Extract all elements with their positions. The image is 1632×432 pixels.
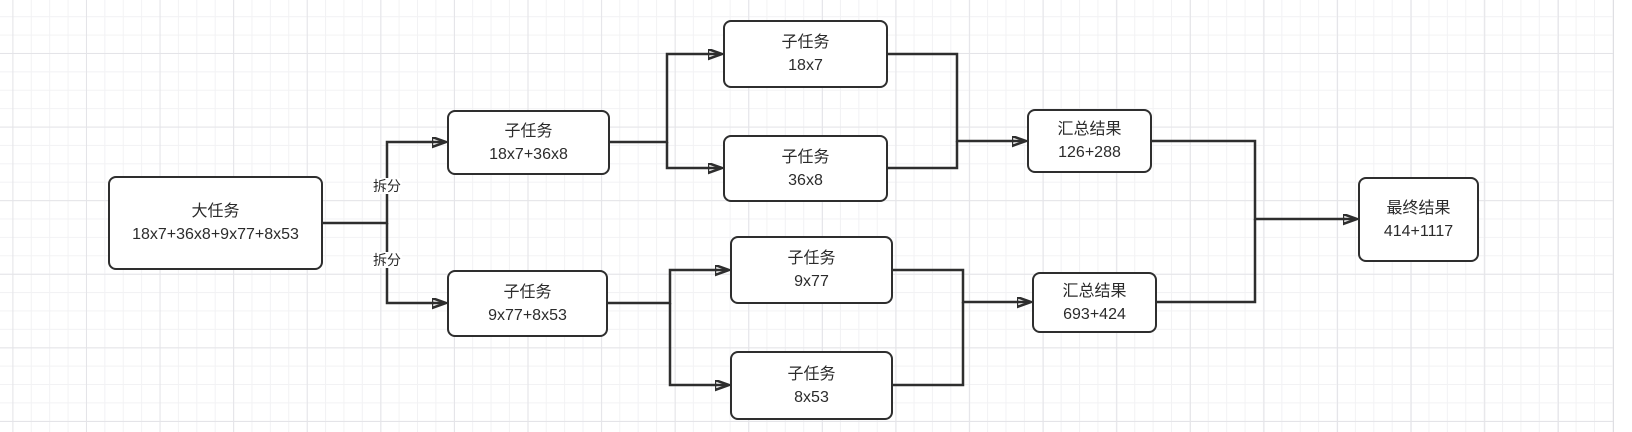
edge-bigtask-to-sub-b[interactable] bbox=[385, 223, 445, 303]
node-value: 8x53 bbox=[794, 388, 829, 406]
edge-sub-b2-to-sum-b[interactable] bbox=[893, 302, 965, 387]
edge-sub-b-to-sub-b2[interactable] bbox=[668, 303, 728, 385]
node-title: 大任务 bbox=[191, 203, 240, 220]
node-value: 414+1117 bbox=[1383, 222, 1454, 240]
node-final-result[interactable]: 最终结果 414+1117 bbox=[1358, 177, 1479, 262]
edge-sub-b-to-sub-b1[interactable] bbox=[608, 270, 728, 305]
node-value: 693+424 bbox=[1063, 305, 1126, 323]
node-value: 18x7 bbox=[788, 57, 823, 74]
node-title: 汇总结果 bbox=[1062, 282, 1127, 300]
edge-sum-b-to-final[interactable] bbox=[1157, 219, 1257, 304]
node-subtask-b[interactable]: 子任务 9x77+8x53 bbox=[447, 270, 608, 337]
node-subtask-a[interactable]: 子任务 18x7+36x8 bbox=[447, 110, 610, 175]
node-subtask-b2[interactable]: 子任务 8x53 bbox=[730, 351, 893, 420]
edge-label-split-top[interactable]: 拆分 bbox=[372, 178, 402, 194]
node-subtask-a2[interactable]: 子任务 36x8 bbox=[723, 135, 888, 202]
node-value: 36x8 bbox=[788, 171, 823, 189]
node-big-task[interactable]: 大任务 18x7+36x8+9x77+8x53 bbox=[108, 176, 323, 270]
edge-sum-a-to-final[interactable] bbox=[1152, 139, 1356, 219]
node-title: 子任务 bbox=[787, 250, 836, 267]
edge-sub-a1-to-sum-a[interactable] bbox=[888, 52, 1025, 141]
node-value: 9x77 bbox=[794, 273, 829, 290]
node-title: 子任务 bbox=[781, 148, 830, 166]
node-title: 子任务 bbox=[504, 122, 553, 140]
canvas-right-margin bbox=[1613, 0, 1632, 432]
node-title: 汇总结果 bbox=[1057, 121, 1122, 138]
edge-sub-a2-to-sum-a[interactable] bbox=[888, 141, 959, 170]
edge-label-split-bottom[interactable]: 拆分 bbox=[372, 252, 402, 268]
node-title: 子任务 bbox=[787, 365, 836, 383]
node-title: 最终结果 bbox=[1386, 199, 1451, 217]
edge-sub-b1-to-sum-b[interactable] bbox=[893, 268, 1030, 302]
node-subtask-b1[interactable]: 子任务 9x77 bbox=[730, 236, 893, 304]
node-value: 18x7+36x8+9x77+8x53 bbox=[132, 226, 299, 243]
node-value: 9x77+8x53 bbox=[488, 306, 567, 324]
node-value: 126+288 bbox=[1058, 144, 1121, 161]
node-summary-a[interactable]: 汇总结果 126+288 bbox=[1027, 109, 1152, 173]
node-title: 子任务 bbox=[781, 34, 830, 51]
edge-sub-a-to-sub-a2[interactable] bbox=[665, 142, 721, 168]
edge-sub-a-to-sub-a1[interactable] bbox=[610, 54, 721, 144]
node-title: 子任务 bbox=[503, 283, 552, 301]
node-summary-b[interactable]: 汇总结果 693+424 bbox=[1032, 272, 1157, 333]
node-value: 18x7+36x8 bbox=[489, 145, 568, 163]
node-subtask-a1[interactable]: 子任务 18x7 bbox=[723, 20, 888, 88]
